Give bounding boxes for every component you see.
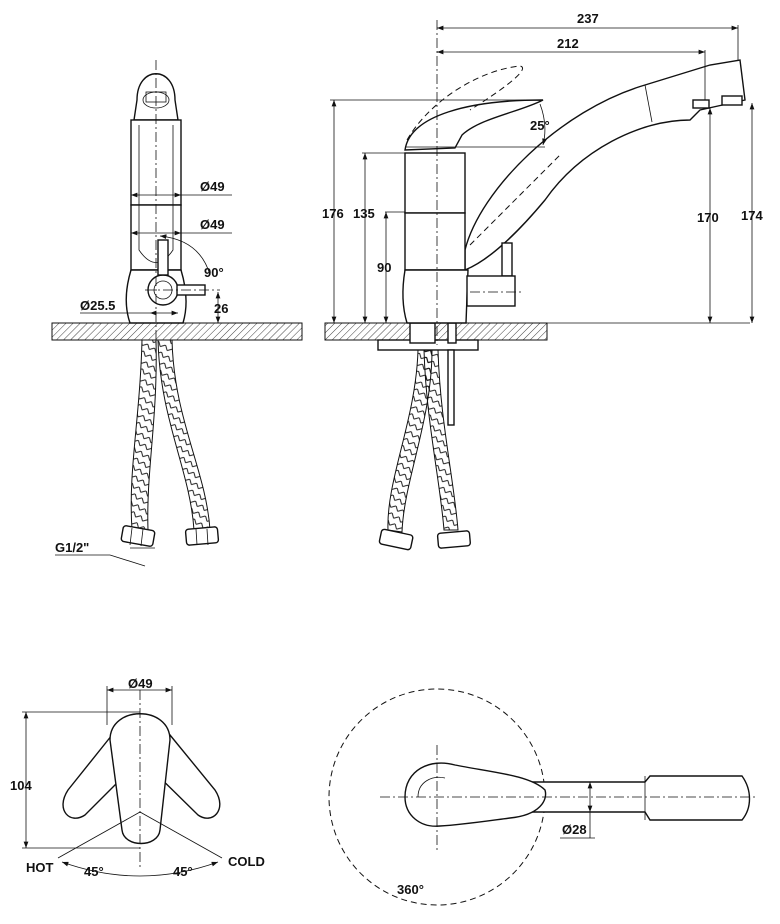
top-angle-right-label: 45°	[173, 864, 193, 879]
front-dia-upper-label: Ø49	[200, 179, 225, 194]
side-lever-angle-label: 25°	[530, 118, 550, 133]
top-angle-left-label: 45°	[84, 864, 104, 879]
side-body-upper	[404, 152, 466, 214]
front-dia-lower-label: Ø49	[200, 217, 225, 232]
top-view-handle: Ø49 104 HOT COLD 45° 45°	[10, 676, 265, 879]
side-height-nozzle-label: 174	[741, 208, 763, 223]
front-height-valve-label: 26	[214, 301, 228, 316]
front-angle-label: 90°	[204, 265, 224, 280]
handle-center	[109, 713, 171, 845]
countertop-front	[51, 322, 303, 341]
side-view: 25° 237 212 176 135 90 170 174	[322, 11, 763, 551]
side-length-total-label: 237	[577, 11, 599, 26]
front-thread-label: G1/2"	[55, 540, 89, 555]
side-height-body-label: 135	[353, 206, 375, 221]
hose-nut-right	[184, 526, 220, 546]
plan-lever	[404, 762, 547, 827]
countertop-side	[324, 322, 548, 341]
plan-view-spout: Ø28 360°	[328, 688, 755, 906]
side-spout	[464, 59, 746, 272]
hose-nut-left	[120, 525, 156, 547]
plan-rotation-label: 360°	[397, 882, 424, 897]
side-length-spout-label: 212	[557, 36, 579, 51]
top-cold-label: COLD	[228, 854, 265, 869]
hose-right	[157, 339, 211, 531]
side-height-total-label: 176	[322, 206, 344, 221]
side-hose-right	[423, 349, 459, 531]
side-body-lower	[404, 212, 466, 271]
front-dia-valve-label: Ø25.5	[80, 298, 115, 313]
front-view: Ø49 Ø49 90° Ø25.5 26 G1/2"	[51, 60, 303, 567]
side-height-valve-label: 90	[377, 260, 391, 275]
side-height-spout-label: 170	[697, 210, 719, 225]
side-lever	[404, 99, 544, 151]
hose-left	[130, 339, 157, 531]
top-hot-label: HOT	[26, 860, 54, 875]
top-dia-label: Ø49	[128, 676, 153, 691]
top-height-label: 104	[10, 778, 32, 793]
plan-dia-spout-label: Ø28	[562, 822, 587, 837]
